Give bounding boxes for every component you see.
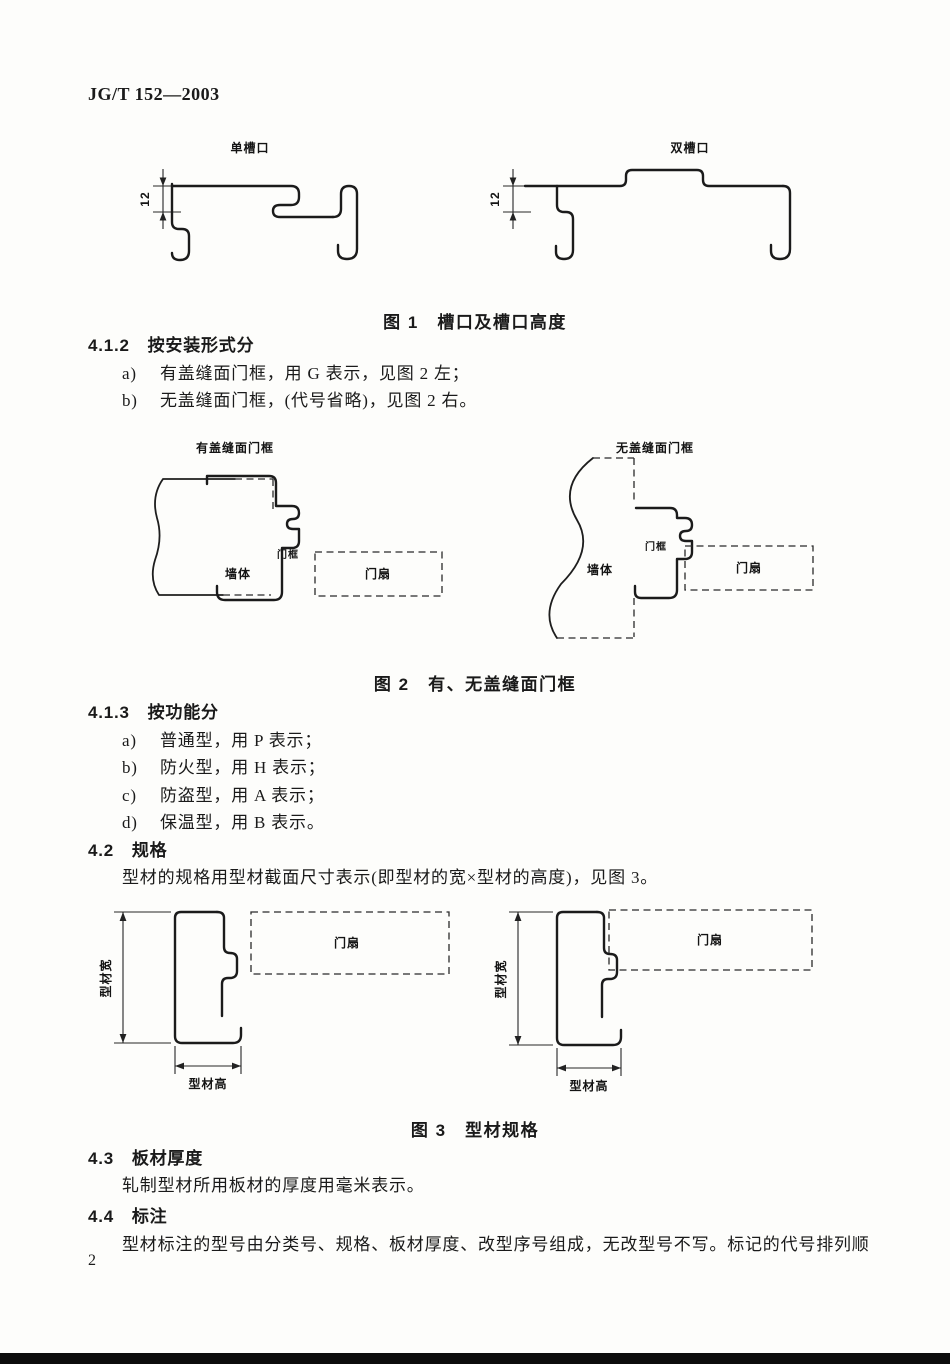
covered-seam-frame-profile: [205, 474, 301, 602]
frame-label: 门框: [645, 540, 667, 553]
door-leaf-label: 门扇: [334, 935, 360, 950]
fig3-left-drawing: 型材宽 门扇 型材高: [98, 910, 450, 1091]
figure2-frame-types: 有盖缝面门框 墙体 门框 门扇 无盖缝面门框 墙体 门框 门扇: [151, 440, 814, 639]
wall-label: 墙体: [587, 562, 613, 577]
item-marker: b): [122, 391, 138, 410]
fig1-right-label: 双槽口: [670, 140, 709, 155]
fig1-left-dim-value: 12: [138, 191, 152, 206]
fig3-right-drawing: 型材宽 门扇 型材高: [493, 909, 813, 1093]
fig1-left-label: 单槽口: [230, 140, 269, 155]
item-text: 无盖缝面门框，(代号省略)，见图 2 右。: [160, 391, 478, 410]
figure3-profile-sizes: 型材宽 门扇 型材高 型材宽: [98, 909, 813, 1093]
profile-height-label: 型材高: [188, 1076, 227, 1091]
section-4-3-body: 轧制型材所用板材的厚度用毫米表示。: [122, 1176, 425, 1195]
item-marker: b): [122, 758, 138, 777]
door-leaf-outline: [314, 551, 443, 597]
door-leaf-label: 门扇: [697, 932, 723, 947]
item-text: 有盖缝面门框，用 G 表示，见图 2 左；: [160, 364, 470, 383]
list-item: a) 普通型，用 P 表示；: [122, 726, 322, 751]
fig1-right-dimension: 12: [488, 169, 531, 229]
single-rabbet-profile: [170, 182, 359, 262]
door-leaf-outline: [608, 909, 813, 971]
fig2-left-drawing: 有盖缝面门框 墙体 门框 门扇: [151, 440, 443, 602]
section-4-4-body: 型材标注的型号由分类号、规格、板材厚度、改型序号组成，无改型号不写。标记的代号排…: [122, 1235, 870, 1254]
list-item: d) 保温型，用 B 表示。: [122, 808, 325, 833]
fig2-left-title: 有盖缝面门框: [196, 440, 274, 455]
wall-hidden-edges: [223, 478, 274, 596]
item-text: 普通型，用 P 表示；: [160, 731, 323, 750]
figure3-caption: 图 3 型材规格: [410, 1121, 540, 1140]
wall-outline: [151, 478, 236, 596]
item-text: 防火型，用 H 表示；: [160, 758, 326, 777]
profile-width-label: 型材宽: [98, 958, 113, 997]
section-4-4-heading: 4.4 标注: [88, 1207, 168, 1226]
page-number: 2: [88, 1252, 96, 1269]
item-marker: d): [122, 813, 138, 832]
frame-profile-section: [173, 910, 243, 1045]
list-item: b) 防火型，用 H 表示；: [122, 753, 326, 778]
list-item: a) 有盖缝面门框，用 G 表示，见图 2 左；: [122, 359, 470, 384]
fig1-right-dim-value: 12: [488, 191, 502, 206]
item-text: 防盗型，用 A 表示；: [160, 786, 325, 805]
doc-number-header: JG/T 152—2003: [88, 84, 220, 104]
double-rabbet-profile: [523, 168, 792, 261]
flush-frame-profile: [633, 506, 694, 600]
scan-edge-artifact: [0, 1353, 950, 1364]
fig1-left-dimension: 12: [138, 169, 181, 229]
item-text: 保温型，用 B 表示。: [160, 813, 325, 832]
item-marker: c): [122, 786, 137, 805]
list-item: c) 防盗型，用 A 表示；: [122, 781, 325, 806]
door-leaf-outline: [684, 545, 814, 591]
door-leaf-label: 门扇: [365, 566, 391, 581]
figure2-caption: 图 2 有、无盖缝面门框: [373, 675, 577, 694]
profile-height-label: 型材高: [569, 1078, 608, 1093]
frame-label: 门框: [277, 548, 299, 561]
door-leaf-label: 门扇: [736, 560, 762, 575]
door-leaf-outline: [250, 911, 450, 975]
figure1-notch-profiles: 单槽口 双槽口 12 12: [138, 140, 792, 262]
wall-label: 墙体: [225, 566, 251, 581]
frame-profile-section: [555, 910, 623, 1047]
section-4-1-3-heading: 4.1.3 按功能分: [88, 703, 219, 722]
wall-hidden-edges: [557, 457, 635, 639]
fig2-right-title: 无盖缝面门框: [615, 440, 694, 455]
section-4-2-heading: 4.2 规格: [88, 841, 168, 860]
item-marker: a): [122, 364, 137, 383]
fig2-right-drawing: 无盖缝面门框 墙体 门框 门扇: [548, 440, 814, 639]
item-marker: a): [122, 731, 137, 750]
list-item: b) 无盖缝面门框，(代号省略)，见图 2 右。: [122, 386, 477, 411]
section-4-1-2-heading: 4.1.2 按安装形式分: [88, 336, 255, 355]
profile-width-label: 型材宽: [493, 959, 508, 998]
section-4-3-heading: 4.3 板材厚度: [88, 1149, 204, 1168]
section-4-2-body: 型材的规格用型材截面尺寸表示(即型材的宽×型材的高度)，见图 3。: [122, 868, 659, 887]
wall-break-line: [548, 457, 594, 639]
figure1-caption: 图 1 槽口及槽口高度: [383, 313, 567, 332]
